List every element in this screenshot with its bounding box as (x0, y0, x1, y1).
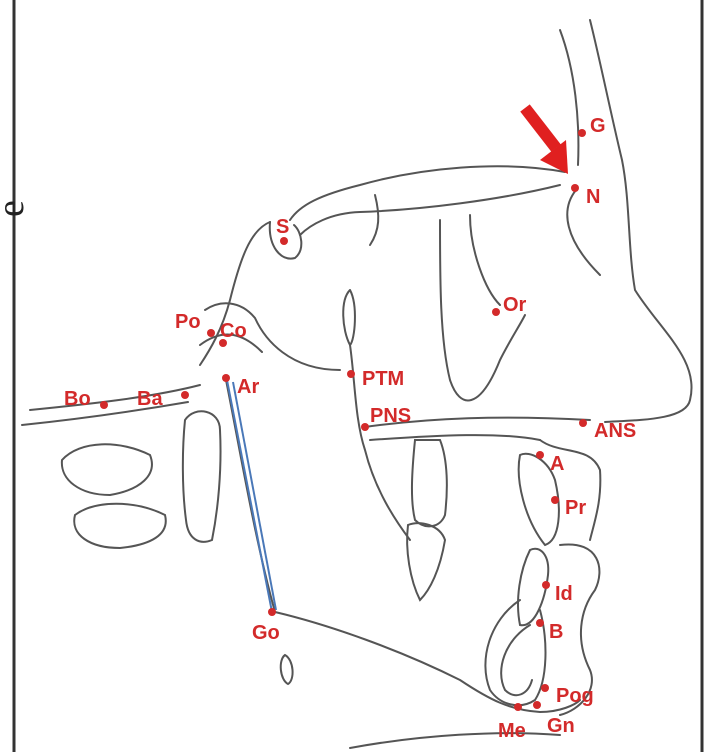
landmark-label-b: B (549, 621, 563, 643)
landmark-label-bo: Bo (64, 388, 91, 410)
landmark-point-gn (533, 701, 541, 709)
landmark-point-g (578, 129, 586, 137)
vertebra-1 (62, 444, 152, 495)
landmark-point-id (542, 581, 550, 589)
landmark-point-ba (181, 391, 189, 399)
landmark-point-go (268, 608, 276, 616)
landmark-point-po (207, 329, 215, 337)
landmark-label-co: Co (220, 320, 247, 342)
sphenoid-wing (370, 195, 378, 245)
edge-glyph: e (0, 200, 32, 217)
frontal-nasal-profile (590, 20, 692, 422)
landmark-label-s: S (276, 216, 289, 238)
landmark-label-a: A (550, 453, 564, 475)
landmark-label-me: Me (498, 720, 526, 742)
clivus (200, 222, 270, 365)
landmark-label-pr: Pr (565, 497, 586, 519)
chin-soft (350, 733, 560, 748)
mandible-lower-border (275, 612, 580, 712)
landmark-point-pog (541, 684, 549, 692)
landmark-point-ans (579, 419, 587, 427)
landmark-point-a (536, 451, 544, 459)
landmark-label-po: Po (175, 311, 201, 333)
landmark-label-ba: Ba (137, 388, 163, 410)
landmark-point-pr (551, 496, 559, 504)
landmark-label-pog: Pog (556, 685, 594, 707)
symphysis-inner (501, 625, 532, 695)
landmark-label-ans: ANS (594, 420, 636, 442)
landmark-label-n: N (586, 186, 600, 208)
pterygoid-plate (343, 290, 355, 345)
landmark-label-gn: Gn (547, 715, 575, 737)
lower-molar (407, 523, 445, 600)
vertebra-2 (74, 504, 166, 548)
landmark-label-id: Id (555, 583, 573, 605)
landmark-point-ar (222, 374, 230, 382)
landmark-label-go: Go (252, 622, 280, 644)
vertebra-3 (183, 411, 221, 542)
landmark-point-b (536, 619, 544, 627)
landmark-point-ptm (347, 370, 355, 378)
landmark-point-n (571, 184, 579, 192)
ramus-line-1 (227, 380, 272, 612)
cranial-base-lower (300, 185, 560, 235)
hyoid (281, 655, 293, 684)
palate-lower (370, 435, 540, 440)
occipital-base (30, 385, 200, 410)
ramus-line-2 (233, 382, 276, 610)
landmark-label-or: Or (503, 294, 527, 316)
landmark-label-ptm: PTM (362, 368, 404, 390)
upper-molar (412, 440, 447, 526)
landmark-point-or (492, 308, 500, 316)
orbit-rim (470, 215, 500, 305)
landmark-label-ar: Ar (237, 376, 259, 398)
arrow-icon (525, 108, 568, 174)
landmark-point-s (280, 237, 288, 245)
landmark-point-pns (361, 423, 369, 431)
landmark-point-me (514, 703, 522, 711)
landmark-label-pns: PNS (370, 405, 411, 427)
ramus-tangent (227, 380, 276, 612)
landmark-label-g: G (590, 115, 606, 137)
landmark-point-bo (100, 401, 108, 409)
